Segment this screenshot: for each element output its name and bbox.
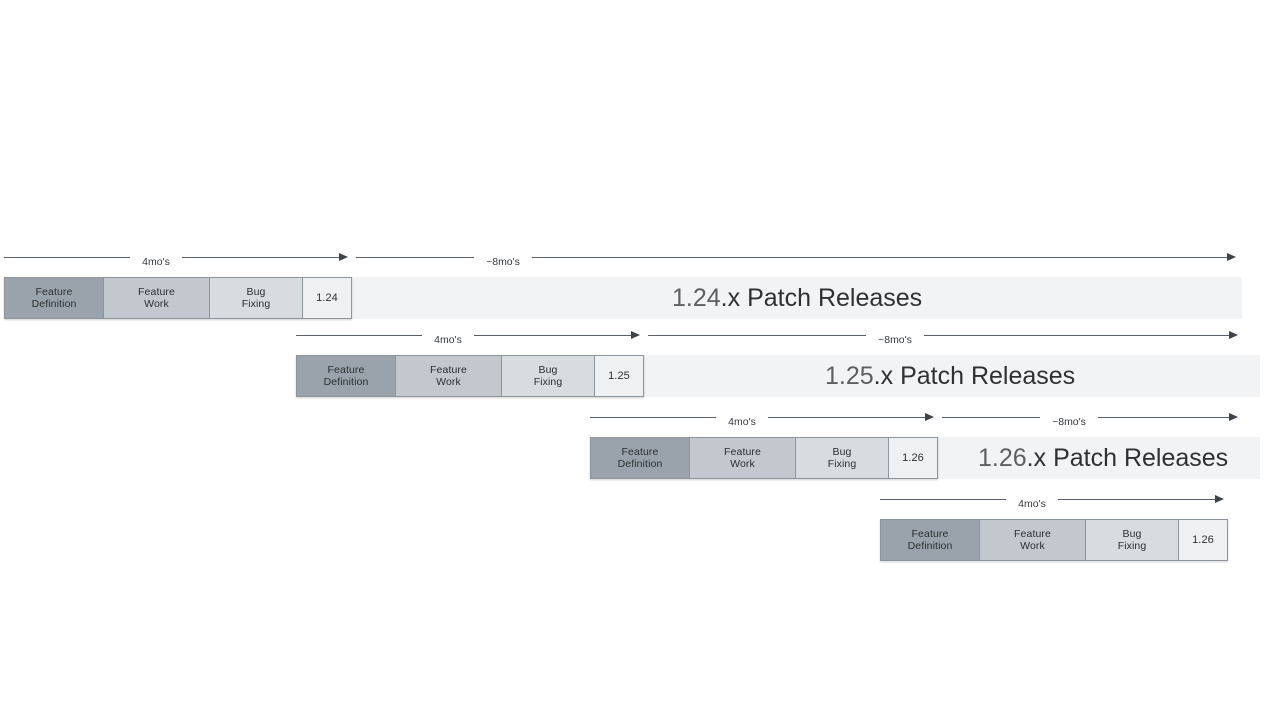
patch-label-suffix: .x Patch Releases: [873, 362, 1076, 390]
phase-bar-1-24: Feature Definition Feature Work Bug Fixi…: [4, 277, 352, 319]
duration-label-dev: 4mo's: [434, 334, 462, 346]
phase-label-line1: Feature: [430, 363, 467, 376]
phase-feature-definition[interactable]: Feature Definition: [881, 520, 980, 560]
patch-label-version: 1.24: [672, 284, 721, 312]
phase-label-line2: Definition: [617, 458, 663, 470]
phase-bar-1-25: Feature Definition Feature Work Bug Fixi…: [296, 355, 644, 397]
phase-label-line1: Feature: [911, 527, 949, 540]
measure-line-right: [1058, 499, 1215, 500]
phase-label-line2: Work: [436, 376, 461, 388]
duration-label-patch: ~8mo's: [1052, 416, 1086, 428]
phase-label-line1: Bug: [538, 363, 558, 376]
arrow-head-icon: [1215, 495, 1224, 503]
phase-label-line1: Bug: [832, 445, 852, 458]
duration-measure-patch-1-25: ~8mo's: [648, 326, 1238, 346]
duration-measure-patch-1-26: ~8mo's: [942, 408, 1238, 428]
phase-label-line1: Bug: [246, 285, 266, 298]
phase-label-line2: Fixing: [241, 298, 271, 310]
arrow-head-icon: [1229, 413, 1238, 421]
patch-label-suffix: .x Patch Releases: [720, 284, 923, 312]
phase-version-marker[interactable]: 1.24: [303, 278, 351, 318]
arrow-head-icon: [925, 413, 934, 421]
patch-release-label-1-24: 1.24.x Patch Releases: [672, 277, 922, 319]
phase-label-line1: Bug: [1122, 527, 1142, 540]
phase-label-line1: Feature: [621, 445, 659, 458]
phase-bug-fixing[interactable]: Bug Fixing: [1086, 520, 1179, 560]
phase-version-marker[interactable]: 1.26: [889, 438, 937, 478]
phase-feature-definition[interactable]: Feature Definition: [297, 356, 396, 396]
measure-line-left: [590, 417, 716, 418]
phase-label-line1: Feature: [1014, 527, 1051, 540]
phase-label-line2: Work: [730, 458, 755, 470]
phase-bug-fixing[interactable]: Bug Fixing: [210, 278, 303, 318]
phase-label-line2: Definition: [323, 376, 369, 388]
phase-version-marker[interactable]: 1.26: [1179, 520, 1227, 560]
arrow-head-icon: [1227, 253, 1236, 261]
phase-version-marker[interactable]: 1.25: [595, 356, 643, 396]
phase-label-line2: Work: [1020, 540, 1045, 552]
phase-label-line1: Feature: [35, 285, 73, 298]
patch-label-suffix: .x Patch Releases: [1026, 444, 1229, 472]
phase-bug-fixing[interactable]: Bug Fixing: [796, 438, 889, 478]
measure-line-right: [182, 257, 339, 258]
arrow-head-icon: [631, 331, 640, 339]
measure-line-left: [942, 417, 1040, 418]
measure-line-right: [474, 335, 631, 336]
phase-feature-work[interactable]: Feature Work: [980, 520, 1086, 560]
duration-measure-dev-1-26-next: 4mo's: [880, 490, 1224, 510]
phase-label-line2: Fixing: [533, 376, 563, 388]
duration-label-dev: 4mo's: [142, 256, 170, 268]
patch-label-version: 1.25: [825, 362, 874, 390]
phase-feature-work[interactable]: Feature Work: [104, 278, 210, 318]
phase-label-line2: Fixing: [1117, 540, 1147, 552]
phase-feature-definition[interactable]: Feature Definition: [591, 438, 690, 478]
phase-feature-work[interactable]: Feature Work: [690, 438, 796, 478]
phase-label-line2: Work: [144, 298, 169, 310]
duration-label-patch: ~8mo's: [878, 334, 912, 346]
measure-line-right: [768, 417, 925, 418]
phase-label-line2: Definition: [31, 298, 77, 310]
phase-label-line1: Feature: [327, 363, 365, 376]
measure-line-left: [648, 335, 866, 336]
duration-label-dev: 4mo's: [728, 416, 756, 428]
measure-line-left: [296, 335, 422, 336]
patch-label-version: 1.26: [978, 444, 1027, 472]
measure-line-right: [924, 335, 1229, 336]
phase-label-line2: Fixing: [827, 458, 857, 470]
phase-label-line1: Feature: [138, 285, 175, 298]
duration-label-patch: ~8mo's: [486, 256, 520, 268]
measure-line-left: [4, 257, 130, 258]
phase-feature-work[interactable]: Feature Work: [396, 356, 502, 396]
phase-label-line2: Definition: [907, 540, 953, 552]
measure-line-left: [356, 257, 474, 258]
duration-measure-dev-1-25: 4mo's: [296, 326, 640, 346]
patch-release-label-1-26: 1.26.x Patch Releases: [978, 437, 1228, 479]
duration-measure-patch-1-24: ~8mo's: [356, 248, 1236, 268]
phase-feature-definition[interactable]: Feature Definition: [5, 278, 104, 318]
phase-bug-fixing[interactable]: Bug Fixing: [502, 356, 595, 396]
phase-label-line1: Feature: [724, 445, 761, 458]
measure-line-right: [1098, 417, 1229, 418]
arrow-head-icon: [1229, 331, 1238, 339]
measure-line-right: [532, 257, 1227, 258]
measure-line-left: [880, 499, 1006, 500]
patch-release-label-1-25: 1.25.x Patch Releases: [825, 355, 1075, 397]
duration-label-dev: 4mo's: [1018, 498, 1046, 510]
phase-bar-1-26-next: Feature Definition Feature Work Bug Fixi…: [880, 519, 1228, 561]
arrow-head-icon: [339, 253, 348, 261]
duration-measure-dev-1-24: 4mo's: [4, 248, 348, 268]
duration-measure-dev-1-26: 4mo's: [590, 408, 934, 428]
phase-bar-1-26: Feature Definition Feature Work Bug Fixi…: [590, 437, 938, 479]
